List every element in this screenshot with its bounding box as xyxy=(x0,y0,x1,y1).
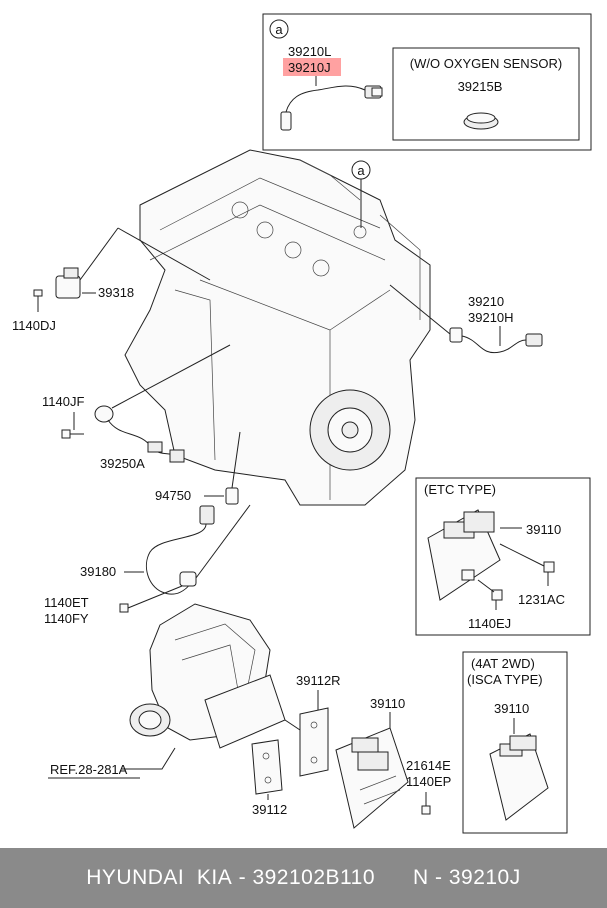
air-cleaner-icon xyxy=(129,603,286,749)
knock-sensor-icon xyxy=(94,344,231,463)
label-21614E: 21614E xyxy=(406,758,451,773)
highlight-39210J xyxy=(283,58,341,76)
bracket-39112-icon xyxy=(251,739,283,795)
label-39110-mid: 39110 xyxy=(370,696,405,711)
engine-block-icon xyxy=(124,149,431,506)
label-1140ET: 1140ET xyxy=(44,595,89,610)
oil-pressure-switch-icon xyxy=(204,431,241,505)
wo-sensor-title: (W/O OXYGEN SENSOR) xyxy=(410,56,562,71)
ecm-isca-icon xyxy=(489,733,549,821)
label-1140JF: 1140JF xyxy=(42,394,84,409)
label-39210: 39210 xyxy=(468,294,504,309)
bolt-1140ET-icon xyxy=(119,585,183,613)
bolt-1140EJ-icon xyxy=(477,579,503,610)
label-39112R: 39112R xyxy=(296,673,341,688)
part-number-banner: HYUNDAI KIA - 392102B110 N - 39210J xyxy=(0,848,607,908)
bolt-1140DJ-icon xyxy=(33,289,43,312)
bolt-1140JF-icon xyxy=(61,429,84,439)
label-39210J: 39210J xyxy=(288,60,331,75)
etc-title: (ETC TYPE) xyxy=(424,482,496,497)
label-39250A: 39250A xyxy=(100,456,145,471)
label-1140FY: 1140FY xyxy=(44,611,89,626)
isca-title-1: (4AT 2WD) xyxy=(471,656,535,671)
isca-label-39110: 39110 xyxy=(494,701,529,716)
bolt-1140EP-icon xyxy=(421,792,431,815)
ecm-etc-icon xyxy=(427,509,501,601)
brand-label: HYUNDAI KIA xyxy=(86,866,233,889)
svg-text:a: a xyxy=(275,22,283,37)
bolt-1231AC-icon xyxy=(499,543,555,586)
label-39210L: 39210L xyxy=(288,44,331,59)
ref-label: REF.28-281A xyxy=(50,762,128,777)
label-1140EP: 1140EP xyxy=(406,774,451,789)
oem-number: N - 39210J xyxy=(413,866,521,889)
ecm-icon xyxy=(335,727,409,829)
oxygen-sensor-inset: a 39210L 39210J (W/O OXYGEN SENSOR) 3921… xyxy=(262,13,592,151)
svg-text:a: a xyxy=(357,163,365,178)
label-39180: 39180 xyxy=(80,564,116,579)
etc-type-box: (ETC TYPE) 39110 1231AC 1140EJ xyxy=(415,477,591,636)
etc-label-1140EJ: 1140EJ xyxy=(468,616,511,631)
label-39210H: 39210H xyxy=(468,310,514,325)
oxygen-sensor-icon xyxy=(280,76,383,131)
label-39215B: 39215B xyxy=(458,79,503,94)
label-39318: 39318 xyxy=(98,285,134,300)
cam-position-sensor-icon xyxy=(55,227,119,299)
label-39112: 39112 xyxy=(252,802,287,817)
lower-oxygen-sensor-icon xyxy=(389,284,543,354)
isca-type-box: (4AT 2WD) (ISCA TYPE) 39110 xyxy=(462,651,568,834)
etc-label-1231AC: 1231AC xyxy=(518,592,565,607)
isca-title-2: (ISCA TYPE) xyxy=(467,672,543,687)
bracket-39112R-icon xyxy=(299,707,329,777)
crank-position-sensor-icon xyxy=(124,504,251,595)
label-94750: 94750 xyxy=(155,488,191,503)
part-number: 392102B110 xyxy=(252,866,375,889)
parts-diagram: a 39210L 39210J (W/O OXYGEN SENSOR) 3921… xyxy=(12,13,592,834)
label-1140DJ: 1140DJ xyxy=(12,318,56,333)
callout-a-inset xyxy=(269,19,289,39)
wo-sensor-subbox xyxy=(392,47,580,141)
etc-label-39110: 39110 xyxy=(526,522,561,537)
